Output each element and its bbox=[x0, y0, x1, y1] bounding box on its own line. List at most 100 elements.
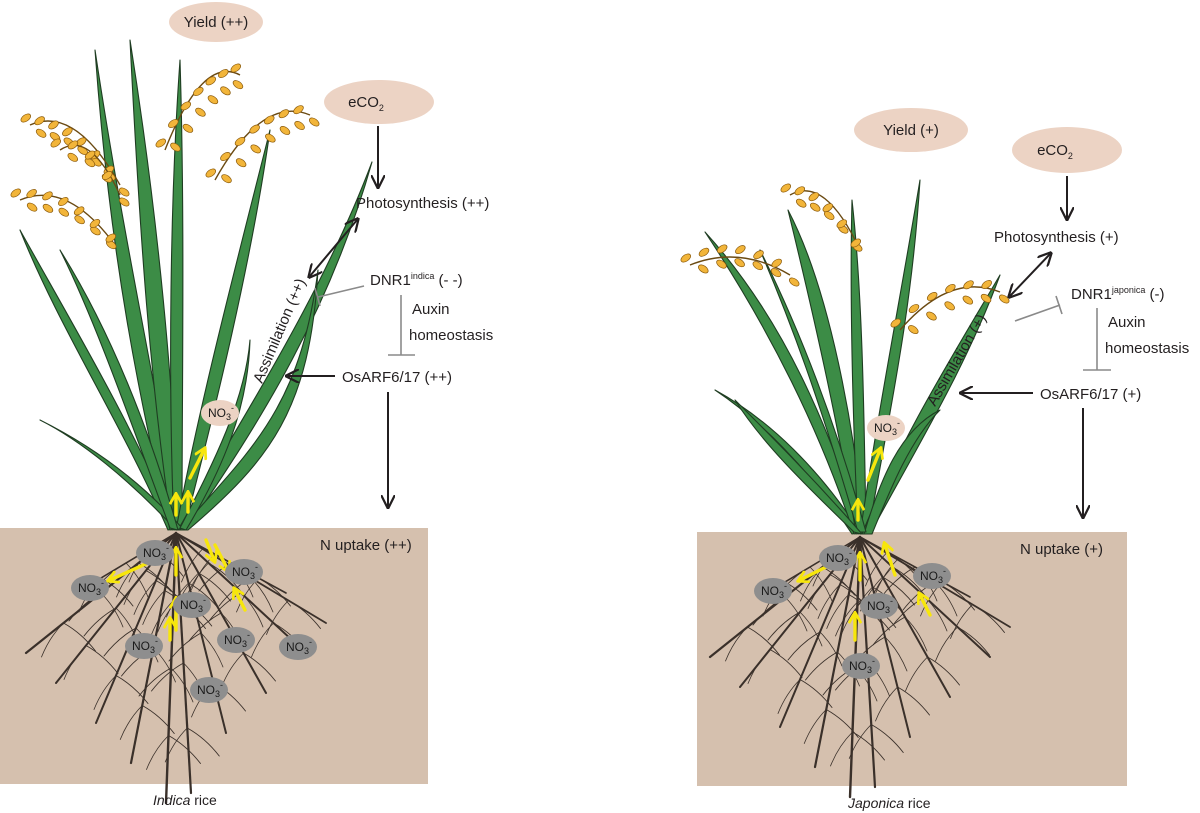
root bbox=[875, 559, 898, 594]
rice-grain bbox=[770, 268, 782, 278]
rice-grain bbox=[249, 124, 260, 134]
rice-grain bbox=[753, 250, 764, 260]
root bbox=[848, 724, 872, 759]
nitrate-ion-shape bbox=[217, 627, 255, 653]
root bbox=[168, 735, 201, 764]
nitrate-ion-label: NO3- bbox=[286, 637, 312, 656]
root bbox=[835, 601, 858, 637]
rice-grain bbox=[193, 87, 204, 96]
rice-grain bbox=[84, 158, 96, 168]
root bbox=[174, 531, 193, 795]
nitrate-ion-shape bbox=[819, 545, 857, 571]
root bbox=[817, 584, 841, 619]
rice-grain bbox=[962, 295, 974, 305]
root bbox=[805, 651, 838, 681]
root bbox=[266, 600, 289, 635]
nitrate-ion-label: NO3- bbox=[849, 656, 875, 675]
rice-grain bbox=[308, 117, 320, 127]
root bbox=[181, 547, 204, 583]
rice-grain bbox=[836, 219, 848, 229]
rice-grain bbox=[20, 113, 32, 123]
root bbox=[258, 577, 291, 607]
root bbox=[103, 627, 137, 657]
root bbox=[897, 686, 930, 716]
rice-grain bbox=[180, 101, 192, 111]
japonica-panicles bbox=[680, 183, 1010, 335]
nitrate-ion-shape bbox=[125, 633, 163, 659]
nitrate-ion-label: NO3- bbox=[867, 596, 893, 615]
root bbox=[198, 572, 231, 602]
rice-grain bbox=[90, 226, 101, 236]
indica-photo-assim-arrow bbox=[310, 220, 357, 276]
japonica-photosynthesis-label: Photosynthesis (+) bbox=[994, 229, 1119, 246]
japonica-osarf-label: OsARF6/17 (+) bbox=[1040, 386, 1141, 403]
rice-grain bbox=[698, 264, 709, 274]
japonica-auxin-line2: homeostasis bbox=[1105, 340, 1189, 357]
indica-caption: Indica rice bbox=[153, 792, 217, 808]
nitrate-ion-icon: NO3- bbox=[190, 677, 228, 703]
rice-grain bbox=[168, 119, 179, 128]
root bbox=[63, 645, 87, 680]
root bbox=[145, 570, 179, 599]
root bbox=[288, 600, 321, 629]
nitrate-ion-shape bbox=[913, 563, 951, 589]
root bbox=[243, 652, 276, 682]
japonica-leaf bbox=[863, 409, 941, 535]
rice-grain bbox=[220, 152, 231, 161]
nitrate-ion-icon: NO3- bbox=[819, 545, 857, 571]
uptake-arrow-icon bbox=[213, 543, 228, 570]
rice-grain bbox=[980, 293, 992, 303]
root bbox=[747, 649, 771, 684]
root bbox=[927, 656, 960, 686]
root bbox=[188, 612, 222, 642]
rice-grain bbox=[155, 138, 167, 148]
japonica-soil bbox=[697, 532, 1127, 786]
root bbox=[85, 645, 119, 674]
uptake-arrow-icon bbox=[800, 563, 832, 580]
japonica-yield-label: Yield (+) bbox=[883, 122, 939, 139]
root bbox=[170, 667, 194, 703]
root bbox=[119, 705, 143, 740]
root bbox=[777, 679, 801, 714]
rice-grain bbox=[220, 86, 231, 96]
root bbox=[950, 604, 973, 639]
root bbox=[747, 626, 780, 656]
rice-grain bbox=[26, 189, 37, 198]
indica-leaf bbox=[179, 339, 251, 531]
root bbox=[859, 536, 951, 698]
indica-n-uptake-label: N uptake (++) bbox=[320, 537, 412, 554]
rice-grain bbox=[735, 245, 746, 255]
rice-grain bbox=[170, 142, 181, 152]
rice-grain bbox=[84, 150, 96, 160]
rice-grain bbox=[42, 191, 53, 201]
rice-grain bbox=[230, 63, 242, 73]
root bbox=[787, 631, 821, 661]
rice-grain bbox=[823, 211, 835, 220]
root bbox=[872, 616, 906, 646]
nitrate-ion-icon: NO3- bbox=[71, 575, 109, 601]
root bbox=[803, 709, 827, 744]
rice-grain bbox=[963, 280, 974, 290]
root bbox=[826, 594, 850, 629]
rice-grain bbox=[50, 138, 62, 148]
nitrate-ion-label: NO3- bbox=[132, 636, 158, 655]
uptake-arrow-icon bbox=[235, 590, 247, 612]
rice-grain bbox=[850, 238, 862, 248]
root bbox=[799, 679, 833, 708]
root bbox=[63, 622, 96, 652]
root bbox=[807, 574, 831, 609]
japonica-dnr1-inhibit-assim bbox=[1014, 304, 1061, 322]
japonica-leaf bbox=[787, 209, 865, 535]
inhibition-bar-icon bbox=[1055, 295, 1063, 315]
rice-grain bbox=[734, 258, 745, 268]
nitrate-ion-shape bbox=[860, 593, 898, 619]
nitrate-ion-label: NO3- bbox=[143, 543, 169, 562]
root bbox=[882, 566, 916, 596]
panicle-rachis bbox=[689, 256, 791, 276]
rice-grain bbox=[67, 152, 78, 162]
uptake-arrow-icon bbox=[110, 560, 152, 580]
indica-auxin-line1: Auxin bbox=[412, 301, 450, 318]
rice-grain bbox=[102, 171, 113, 180]
nitrate-ion-icon: NO3- bbox=[125, 633, 163, 659]
